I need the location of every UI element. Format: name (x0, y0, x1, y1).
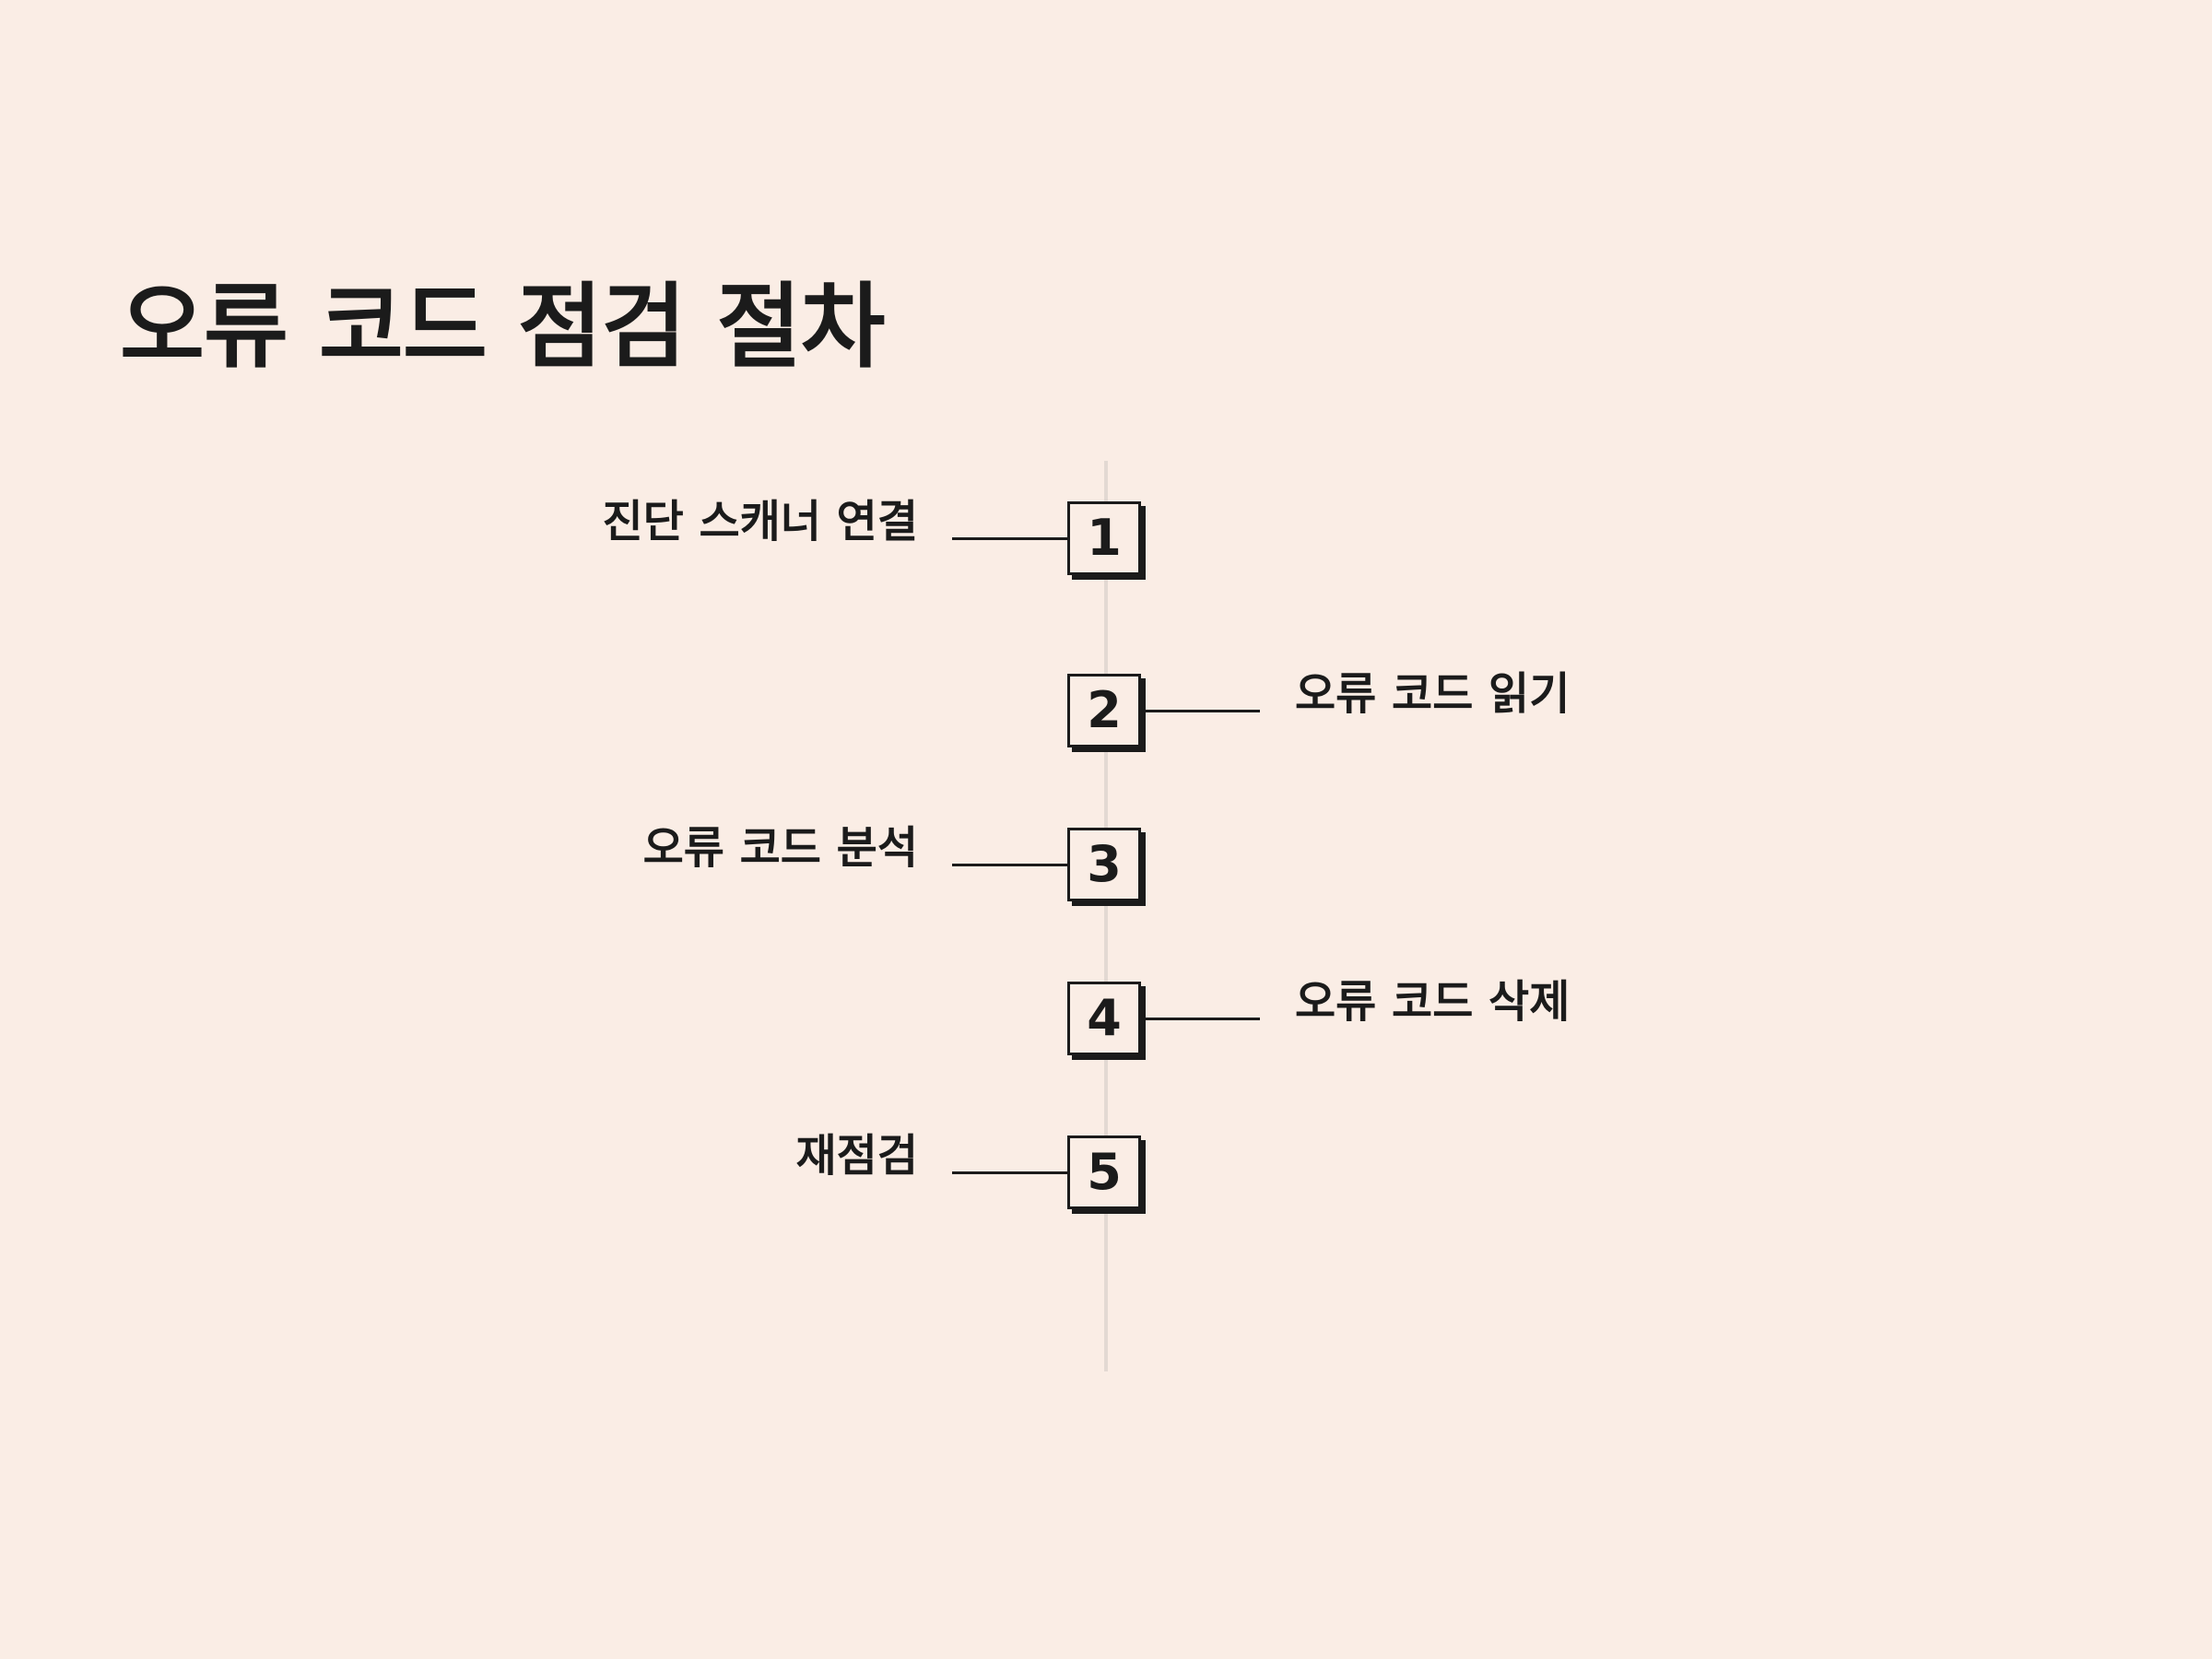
step-2-number-box: 2 (1067, 674, 1141, 747)
step-1-label: 진단 스캐너 연결 (602, 496, 918, 547)
step-2-label: 오류 코드 읽기 (1295, 668, 1571, 720)
step-2-number: 2 (1087, 681, 1122, 739)
step-2-connector (1143, 710, 1260, 712)
step-5-label: 재점검 (795, 1130, 918, 1182)
step-5-number: 5 (1087, 1143, 1122, 1201)
step-4-number-box: 4 (1067, 982, 1141, 1055)
step-4-connector (1143, 1018, 1260, 1020)
step-1-number-box: 1 (1067, 501, 1141, 575)
step-5-number-box: 5 (1067, 1135, 1141, 1209)
timeline-axis (1104, 461, 1108, 1371)
step-3-label: 오류 코드 분석 (642, 822, 918, 874)
step-4-number: 4 (1087, 989, 1122, 1047)
step-5-connector (952, 1171, 1069, 1174)
step-3-number-box: 3 (1067, 828, 1141, 901)
step-1-connector (952, 537, 1069, 540)
step-4-label: 오류 코드 삭제 (1295, 976, 1571, 1028)
step-3-number: 3 (1087, 835, 1122, 893)
page-title: 오류 코드 점검 절차 (120, 273, 885, 381)
step-3-connector (952, 864, 1069, 866)
step-1-number: 1 (1087, 509, 1122, 567)
